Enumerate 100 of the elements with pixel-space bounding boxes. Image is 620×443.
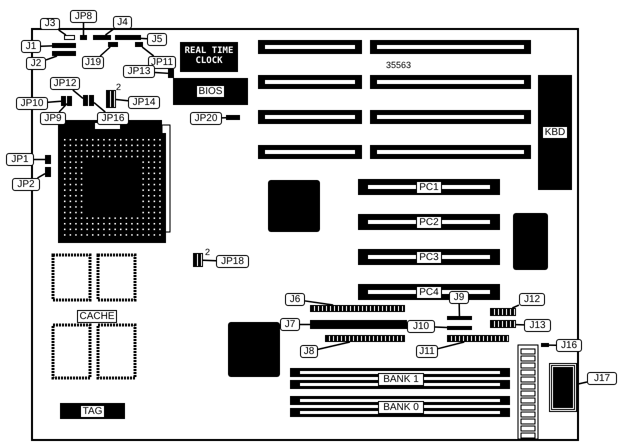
clock-chip: REAL TIME CLOCK bbox=[180, 42, 238, 72]
callout-label: J12 bbox=[519, 293, 545, 306]
pin-header bbox=[45, 155, 51, 164]
leader-line bbox=[318, 341, 350, 350]
text-label: 2 bbox=[205, 247, 210, 257]
callout-label: JP10 bbox=[16, 97, 48, 110]
pin-header bbox=[108, 42, 118, 47]
callout-label: JP18 bbox=[216, 255, 249, 268]
callout-label: J3 bbox=[40, 18, 60, 30]
part-label: CACHE bbox=[77, 310, 117, 323]
pin-header bbox=[447, 335, 509, 342]
pin-header bbox=[93, 35, 111, 40]
chip bbox=[60, 403, 125, 419]
callout-label: J13 bbox=[524, 319, 551, 332]
leader-line bbox=[300, 324, 310, 326]
pin-header bbox=[115, 35, 141, 40]
callout-label: J9 bbox=[449, 291, 469, 304]
pin-header bbox=[541, 343, 549, 347]
pin-header bbox=[52, 51, 76, 56]
callout-label: J19 bbox=[82, 56, 104, 69]
port-connector bbox=[550, 364, 576, 411]
callout-label: J8 bbox=[300, 345, 318, 358]
leader-line bbox=[40, 45, 52, 47]
leader-line bbox=[142, 46, 154, 57]
leader-line bbox=[458, 304, 460, 316]
leader-line bbox=[37, 173, 46, 179]
text-label: 35563 bbox=[386, 60, 412, 70]
pin-header bbox=[490, 308, 516, 316]
pin-header bbox=[89, 95, 94, 106]
callout-label: JP12 bbox=[50, 77, 80, 90]
pin-header bbox=[226, 115, 240, 120]
callout-label: JP20 bbox=[190, 112, 222, 125]
callout-label: JP1 bbox=[6, 153, 34, 166]
pin-header bbox=[61, 96, 66, 106]
callout-label: JP14 bbox=[128, 96, 160, 109]
leader-line bbox=[154, 72, 168, 74]
pin-header bbox=[135, 42, 143, 47]
callout-label: JP16 bbox=[97, 112, 129, 125]
callout-label: J5 bbox=[147, 33, 167, 46]
leader-line bbox=[516, 324, 524, 326]
leader-line bbox=[512, 304, 520, 309]
leader-line bbox=[46, 55, 58, 61]
expansion-slot bbox=[358, 179, 500, 195]
callout-label: JP11 bbox=[148, 56, 176, 69]
leader-line bbox=[434, 326, 448, 328]
chip bbox=[173, 78, 248, 105]
pin-header bbox=[310, 305, 405, 312]
callout-label: JP8 bbox=[70, 10, 97, 23]
pin-header bbox=[64, 35, 75, 40]
leader-line bbox=[94, 102, 106, 113]
leader-line bbox=[58, 103, 68, 113]
callout-label: J11 bbox=[416, 345, 438, 358]
pin-header bbox=[83, 95, 88, 106]
leader-line bbox=[140, 38, 148, 40]
part-label: BANK 0 bbox=[378, 401, 424, 414]
callout-label: J16 bbox=[556, 339, 582, 352]
leader-line bbox=[548, 344, 556, 346]
callout-label: J10 bbox=[407, 320, 435, 333]
part-label: PC1 bbox=[416, 180, 442, 194]
expansion-slot bbox=[358, 249, 500, 265]
leader-line bbox=[104, 28, 114, 36]
callout-label: J7 bbox=[280, 318, 300, 331]
pin-header bbox=[80, 35, 87, 40]
leader-line bbox=[82, 23, 84, 35]
pin-header bbox=[447, 316, 472, 320]
leader-line bbox=[72, 89, 84, 99]
leader-line bbox=[202, 259, 216, 262]
part-label: TAG bbox=[80, 404, 106, 418]
callout-label: JP2 bbox=[12, 178, 40, 191]
callout-label: J17 bbox=[587, 372, 617, 385]
part-label: PC4 bbox=[416, 286, 442, 298]
callout-label: JP9 bbox=[40, 112, 66, 125]
leader-line bbox=[100, 46, 111, 57]
pin-header bbox=[45, 167, 51, 177]
leader-line bbox=[116, 98, 128, 102]
callout-label: J4 bbox=[113, 16, 132, 29]
leader-line bbox=[438, 341, 464, 350]
pin-header bbox=[67, 96, 72, 106]
leader-line bbox=[222, 117, 226, 119]
pin-header bbox=[310, 320, 407, 329]
pin-header bbox=[106, 90, 116, 108]
callout-label: J6 bbox=[285, 293, 305, 306]
pin-header bbox=[193, 253, 203, 267]
leader-line bbox=[34, 158, 45, 160]
callout-label: J2 bbox=[26, 57, 46, 70]
leader-line bbox=[48, 100, 62, 103]
part-label: PC2 bbox=[416, 216, 442, 228]
chip bbox=[538, 75, 572, 190]
expansion-slot bbox=[358, 284, 500, 300]
part-label: KBD bbox=[542, 126, 568, 139]
leader-line bbox=[58, 29, 66, 36]
callout-label: J1 bbox=[21, 40, 41, 53]
expansion-slot bbox=[358, 214, 500, 230]
callout-label: JP13 bbox=[123, 65, 155, 78]
pin-header bbox=[168, 69, 174, 78]
pin-header bbox=[447, 326, 472, 330]
part-label: PC3 bbox=[416, 250, 442, 264]
text-label: 2 bbox=[116, 82, 122, 92]
leader-line bbox=[304, 300, 334, 306]
pin-header bbox=[490, 320, 516, 328]
